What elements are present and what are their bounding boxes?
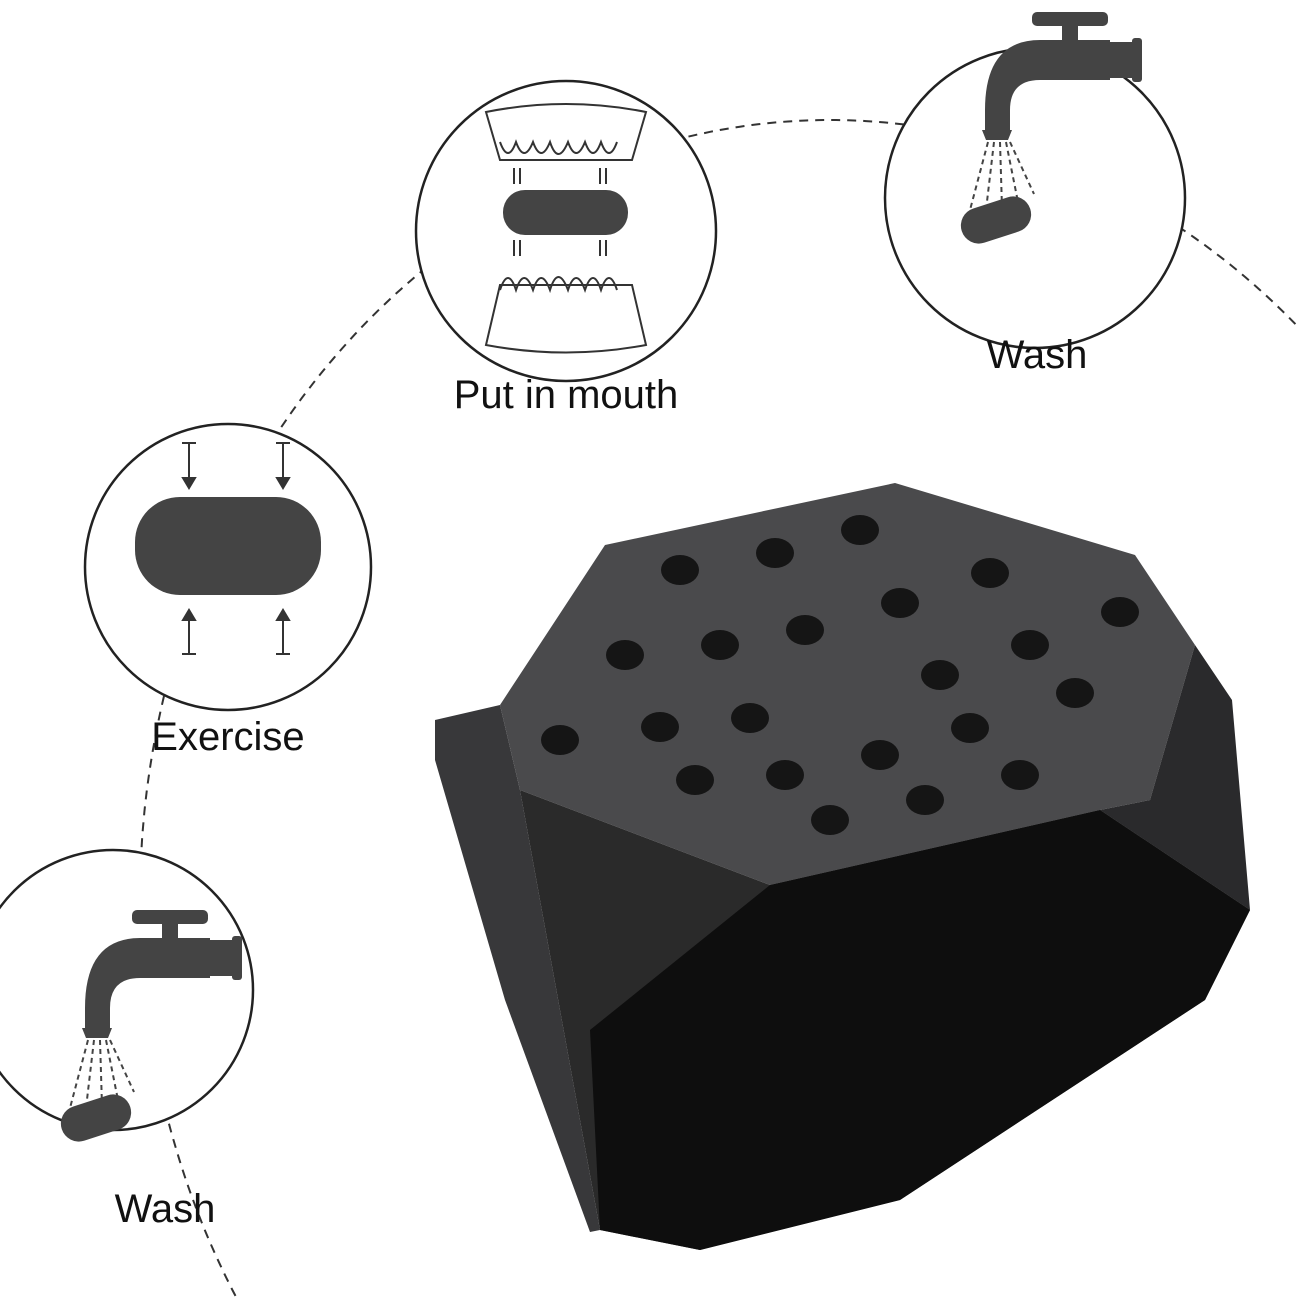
product-hole bbox=[881, 588, 919, 618]
step-label: Put in mouth bbox=[454, 373, 679, 417]
product-hole bbox=[861, 740, 899, 770]
step-put-in-mouth: Put in mouth bbox=[414, 79, 718, 417]
teeth-bite-icon bbox=[484, 103, 648, 354]
step-label: Exercise bbox=[151, 715, 304, 759]
product-hole bbox=[1056, 678, 1094, 708]
product-hole bbox=[1001, 760, 1039, 790]
step-circle bbox=[883, 46, 1187, 350]
step-circle bbox=[0, 848, 255, 1132]
jaw-exerciser-product bbox=[435, 483, 1250, 1250]
product-hole bbox=[906, 785, 944, 815]
step-label: Wash bbox=[115, 1187, 216, 1231]
product-hole bbox=[921, 660, 959, 690]
compress-icon bbox=[135, 442, 321, 655]
product-hole bbox=[786, 615, 824, 645]
product-hole bbox=[811, 805, 849, 835]
product-hole bbox=[701, 630, 739, 660]
product-hole bbox=[1101, 597, 1139, 627]
product-hole bbox=[676, 765, 714, 795]
product-hole bbox=[541, 725, 579, 755]
step-wash-bottom: Wash bbox=[0, 848, 255, 1231]
product-hole bbox=[951, 713, 989, 743]
product-hole bbox=[766, 760, 804, 790]
product-hole bbox=[841, 515, 879, 545]
product-hole bbox=[606, 640, 644, 670]
product-hole bbox=[756, 538, 794, 568]
product-hole bbox=[1011, 630, 1049, 660]
product-holes bbox=[541, 515, 1139, 835]
product-hole bbox=[641, 712, 679, 742]
product-hole bbox=[661, 555, 699, 585]
step-label: Wash bbox=[987, 333, 1088, 377]
product-hole bbox=[731, 703, 769, 733]
product-hole bbox=[971, 558, 1009, 588]
step-exercise: Exercise bbox=[83, 422, 373, 759]
step-wash-top: Wash bbox=[883, 11, 1187, 377]
